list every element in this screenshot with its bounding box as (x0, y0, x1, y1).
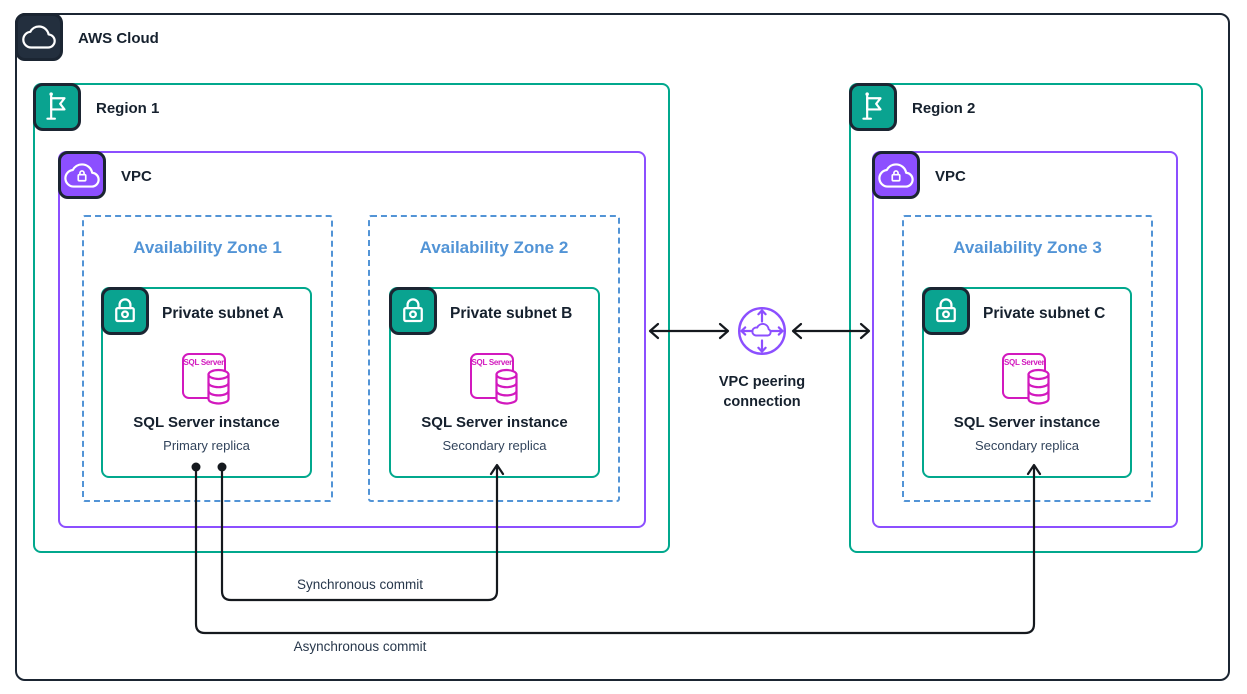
sql-server-icon: SQL Server (469, 353, 518, 405)
region-flag-icon (849, 83, 897, 131)
vpc-cloud-lock-icon (58, 151, 106, 199)
database-cylinder-icon (494, 368, 518, 405)
replica-label: Secondary replica (974, 438, 1080, 453)
replica-label: Secondary replica (442, 438, 547, 453)
region-flag-icon (33, 83, 81, 131)
private-subnet-lock-icon (922, 287, 970, 335)
private-subnet-a-label: Private subnet A (162, 305, 284, 322)
availability-zone-3-label: Availability Zone 3 (953, 238, 1102, 257)
private-subnet-lock-icon (101, 287, 149, 335)
sql-instance-label: SQL Server instance (421, 414, 568, 431)
region-1-label: Region 1 (96, 100, 160, 117)
database-cylinder-icon (206, 368, 230, 405)
aws-cloud-group: AWS Cloud (15, 13, 1230, 681)
vpc-peering-label: VPC peering connection (718, 374, 806, 410)
sql-instance-label: SQL Server instance (133, 414, 280, 431)
sql-server-icon: SQL Server (181, 353, 230, 405)
vpc-2-label: VPC (935, 168, 966, 185)
async-commit-label: Asynchronous commit (293, 639, 427, 654)
private-subnet-b-group: Private subnet B SQL Server SQL Server i… (389, 287, 600, 478)
aws-cloud-label: AWS Cloud (78, 30, 159, 47)
vpc-1-label: VPC (121, 168, 152, 185)
sql-server-icon: SQL Server (1002, 353, 1050, 405)
sql-server-icon-text: SQL Server (183, 358, 225, 367)
private-subnet-a-group: Private subnet A SQL Server SQL Server i… (101, 287, 312, 478)
sync-commit-label: Synchronous commit (296, 577, 424, 592)
vpc-peering-icon (735, 304, 789, 358)
private-subnet-b-label: Private subnet B (450, 305, 573, 322)
availability-zone-2-label: Availability Zone 2 (419, 238, 569, 257)
sql-instance-label: SQL Server instance (953, 414, 1101, 431)
private-subnet-lock-icon (389, 287, 437, 335)
availability-zone-1-label: Availability Zone 1 (133, 238, 282, 257)
private-subnet-c-label: Private subnet C (983, 305, 1106, 322)
private-subnet-c-group: Private subnet C SQL Server SQL Server i… (922, 287, 1132, 478)
sql-server-icon-text: SQL Server (1004, 358, 1045, 367)
vpc-cloud-lock-icon (872, 151, 920, 199)
database-cylinder-icon (1027, 368, 1050, 405)
replica-label: Primary replica (163, 438, 250, 453)
aws-cloud-icon (15, 13, 63, 61)
sql-server-icon-text: SQL Server (471, 358, 513, 367)
region-2-label: Region 2 (912, 100, 976, 117)
